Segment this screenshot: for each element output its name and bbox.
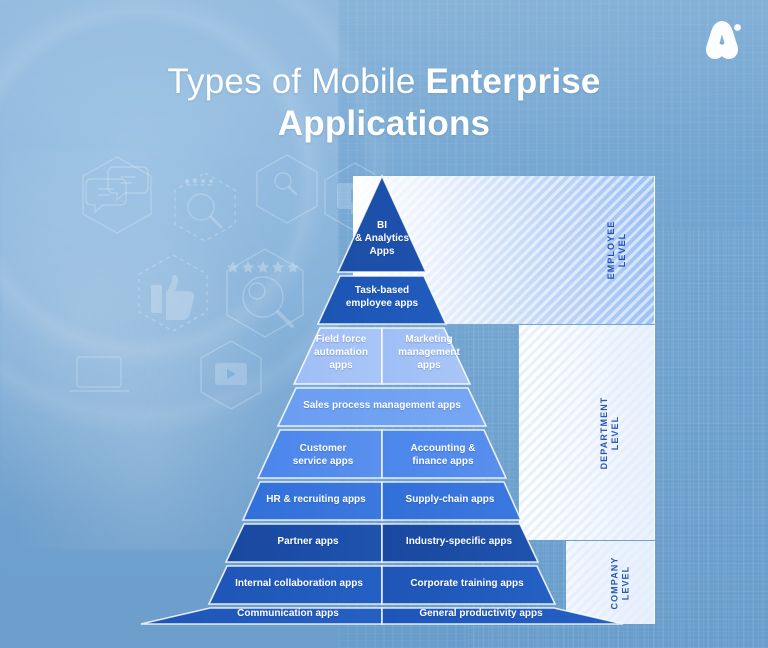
page-title: Types of Mobile Enterprise Applications: [0, 62, 768, 143]
background-top-highlight: [0, 0, 768, 170]
level-panel-company: COMPANY LEVEL: [566, 541, 655, 624]
title-line1-bold: Enterprise: [425, 62, 601, 101]
level-panel-department: DEPARTMENT LEVEL: [519, 325, 655, 540]
company-logo-a-mark: [696, 16, 748, 68]
pyramid-diagram: BI & Analytics Apps Task-based employee …: [130, 172, 635, 627]
title-line1-regular: Types of Mobile: [167, 62, 426, 101]
title-line2: Applications: [277, 104, 491, 144]
